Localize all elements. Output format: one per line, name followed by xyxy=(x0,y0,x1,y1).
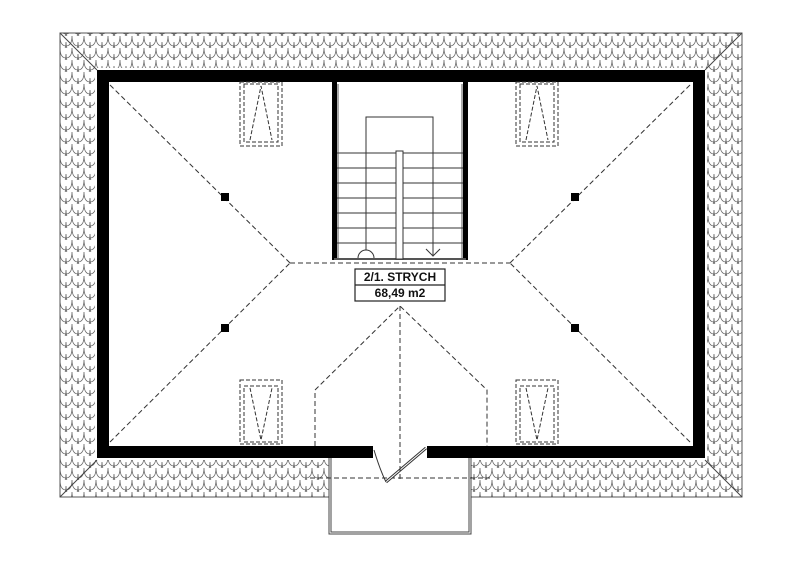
staircase xyxy=(332,82,468,260)
roof-window xyxy=(515,379,559,445)
exterior-walls xyxy=(97,70,705,458)
roof-hip-corner xyxy=(59,32,98,71)
roof-window xyxy=(239,379,283,445)
roof-tiles xyxy=(59,32,743,498)
roof-window xyxy=(515,81,559,147)
entrance-door[interactable] xyxy=(373,446,427,484)
room-label: 2/1. STRYCH 68,49 m2 xyxy=(354,268,446,302)
roof-hip-corner xyxy=(59,459,98,498)
roof-support-points xyxy=(221,193,579,332)
room-area: 68,49 m2 xyxy=(375,286,426,300)
roof-hip-corner xyxy=(704,32,743,71)
room-name: 2/1. STRYCH xyxy=(364,270,436,284)
roof-window xyxy=(239,81,283,147)
roof-ridge-lines xyxy=(109,84,691,480)
roof-hip-corner xyxy=(704,459,743,498)
